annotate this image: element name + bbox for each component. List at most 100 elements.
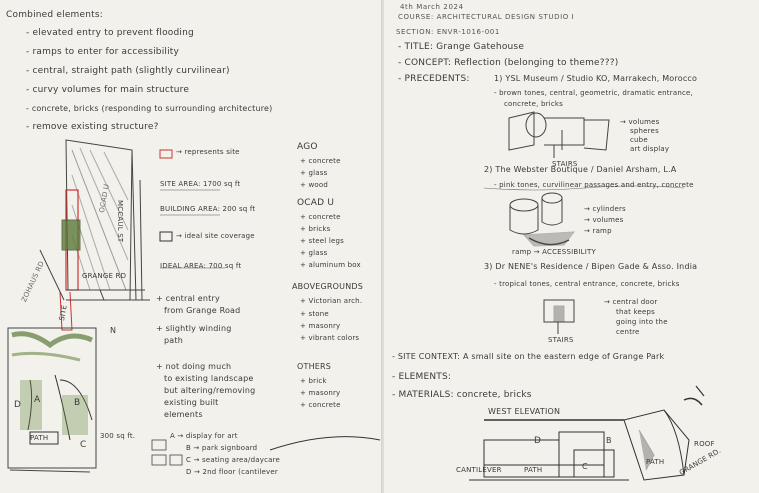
bullet-item: - concrete, bricks (responding to surrou… bbox=[26, 104, 273, 113]
header-date: 4th March 2024 bbox=[400, 3, 464, 11]
elevation-label-cantilever: CANTILEVER bbox=[456, 466, 502, 474]
others-item: + brick bbox=[300, 377, 327, 385]
left-heading: Combined elements: bbox=[6, 10, 104, 20]
precedent-2-heading: 2) The Webster Boutique / Daniel Arsham,… bbox=[484, 165, 677, 174]
elevation-label-d: D bbox=[534, 436, 542, 446]
others-item: + concrete bbox=[300, 401, 341, 409]
key-line: D → 2nd floor (cantilever bbox=[186, 468, 278, 476]
precedent-2-annot: → cylinders bbox=[584, 205, 626, 213]
note-line: elements bbox=[164, 410, 203, 419]
key-line: B → park signboard bbox=[186, 444, 258, 452]
plan-label-path: PATH bbox=[30, 434, 49, 442]
west-elevation-sketch bbox=[469, 419, 629, 481]
precedent-1-caption: STAIRS bbox=[552, 160, 578, 168]
legend-coverage: → ideal site coverage bbox=[176, 232, 255, 240]
note-line: + slightly winding bbox=[156, 324, 232, 333]
residence-sketch bbox=[543, 299, 575, 334]
plan-label-d: D bbox=[14, 400, 22, 410]
precedent-1-desc: - brown tones, central, geometric, drama… bbox=[494, 89, 693, 97]
ysl-sketch bbox=[508, 111, 610, 158]
ocadu-item: + glass bbox=[300, 249, 328, 257]
aboveground-title: ABOVEGROUNDS bbox=[292, 282, 364, 291]
precedent-3-annot: going into the bbox=[616, 318, 668, 326]
elevation-label-b: B bbox=[606, 436, 612, 445]
ago-item: + wood bbox=[300, 181, 329, 189]
ago-title: AGO bbox=[297, 142, 318, 152]
left-page-sketches bbox=[7, 139, 381, 473]
precedent-3-caption: STAIRS bbox=[548, 336, 574, 344]
note-line: existing built bbox=[164, 398, 219, 407]
elevation-label-path: PATH bbox=[524, 466, 543, 474]
bullet-item: - central, straight path (slightly curvi… bbox=[26, 66, 230, 76]
precedent-1-heading: 1) YSL Museum / Studio KO, Marrakech, Mo… bbox=[494, 74, 698, 83]
bullet-item: - remove existing structure? bbox=[26, 122, 159, 132]
section-line: SECTION: ENVR-1016-001 bbox=[396, 28, 500, 36]
ocadu-item: + bricks bbox=[300, 225, 331, 233]
key-icons bbox=[151, 439, 183, 466]
precedent-3-annot: that keeps bbox=[616, 308, 655, 316]
elevation-title: WEST ELEVATION bbox=[488, 407, 561, 416]
precedents-label: - PRECEDENTS: bbox=[398, 74, 470, 84]
site-context-line: - SITE CONTEXT: A small site on the east… bbox=[392, 352, 665, 361]
site-plan-sketch bbox=[39, 139, 150, 331]
site-swatch bbox=[159, 149, 173, 159]
elevation-label-c: C bbox=[582, 462, 588, 471]
precedent-3-annot: → central door bbox=[604, 298, 658, 306]
legend-ideal-area: IDEAL AREA: 700 sq ft bbox=[160, 262, 242, 270]
note-line: + central entry bbox=[156, 294, 220, 303]
precedent-1-annot: → volumes bbox=[620, 118, 660, 126]
precedent-3-annot: centre bbox=[616, 328, 640, 336]
aboveground-item: + Victorian arch. bbox=[300, 297, 363, 305]
precedent-1-desc2: concrete, bricks bbox=[504, 100, 563, 108]
axon-sketch bbox=[623, 385, 705, 481]
plan-area: 300 sq ft. bbox=[100, 432, 136, 440]
road-label: GRANGE RD bbox=[82, 272, 127, 280]
materials-line: - MATERIALS: concrete, bricks bbox=[392, 390, 532, 400]
bullet-item: - ramps to enter for accessibility bbox=[26, 47, 180, 57]
precedent-3-heading: 3) Dr NENE's Residence / Bipen Gade & As… bbox=[484, 262, 698, 271]
aboveground-item: + stone bbox=[300, 310, 329, 318]
note-line: from Grange Road bbox=[164, 306, 241, 315]
ocadu-item: + aluminum box bbox=[300, 261, 361, 269]
north-arrow: N bbox=[110, 326, 117, 335]
webster-sketch bbox=[509, 192, 576, 247]
title-line: - TITLE: Grange Gatehouse bbox=[398, 42, 525, 52]
legend-building-area: BUILDING AREA: 200 sq ft bbox=[160, 205, 256, 213]
lower-plan-sketch bbox=[7, 327, 97, 473]
link-arrow bbox=[269, 436, 381, 451]
precedent-2-desc: - pink tones, curvilinear passages and e… bbox=[494, 181, 694, 189]
precedent-2-annot: → volumes bbox=[584, 216, 624, 224]
precedent-1-annot: art display bbox=[630, 145, 670, 153]
course-line: COURSE: ARCHITECTURAL DESIGN STUDIO I bbox=[398, 13, 575, 21]
precedent-1-annot: spheres bbox=[630, 127, 659, 135]
elements-line: - ELEMENTS: bbox=[392, 372, 452, 382]
note-line: path bbox=[164, 336, 183, 345]
ago-item: + glass bbox=[300, 169, 328, 177]
ocadu-item: + steel legs bbox=[300, 237, 345, 245]
bullet-item: - elevated entry to prevent flooding bbox=[26, 28, 194, 38]
precedent-2-caption: ramp → ACCESSIBILITY bbox=[512, 248, 596, 256]
precedent-2-annot: → ramp bbox=[584, 227, 612, 235]
key-line: A → display for art bbox=[170, 432, 238, 440]
right-page: 4th March 2024 COURSE: ARCHITECTURAL DES… bbox=[384, 0, 759, 493]
aboveground-item: + masonry bbox=[300, 322, 341, 330]
left-page: Combined elements: - elevated entry to p… bbox=[0, 0, 383, 493]
note-line: but altering/removing bbox=[164, 386, 256, 395]
ago-item: + concrete bbox=[300, 157, 341, 165]
plan-label-b: B bbox=[74, 398, 81, 408]
plan-label-c: C bbox=[80, 440, 87, 450]
legend-site: → represents site bbox=[176, 148, 240, 156]
precedent-3-desc: - tropical tones, central entrance, conc… bbox=[494, 280, 680, 288]
coverage-swatch bbox=[159, 231, 173, 242]
bullet-item: - curvy volumes for main structure bbox=[26, 85, 190, 95]
ocadu-title: OCAD U bbox=[297, 198, 335, 208]
precedent-1-annot: cube bbox=[630, 136, 648, 144]
aboveground-item: + vibrant colors bbox=[300, 334, 360, 342]
note-line: to existing landscape bbox=[164, 374, 254, 383]
ocadu-item: + concrete bbox=[300, 213, 341, 221]
street-label: MCCAUL ST bbox=[116, 200, 124, 243]
concept-line: - CONCEPT: Reflection (belonging to them… bbox=[398, 58, 619, 68]
axon-label-roof: ROOF bbox=[694, 440, 715, 448]
others-item: + masonry bbox=[300, 389, 341, 397]
